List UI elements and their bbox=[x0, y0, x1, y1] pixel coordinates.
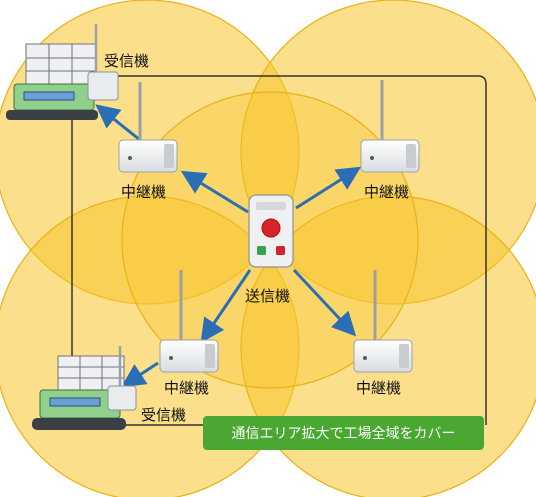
emergency-stop-button-icon bbox=[261, 218, 281, 238]
signal-arrows bbox=[95, 104, 362, 388]
relay-device-top-right bbox=[360, 80, 420, 173]
relay-device-bottom-left bbox=[159, 270, 219, 373]
relay-label-bottom-right: 中継機 bbox=[356, 379, 402, 397]
arrow-to-relay-top-right bbox=[295, 166, 362, 210]
relay-label-bottom-left: 中継機 bbox=[164, 379, 210, 397]
arrow-to-relay-bottom-left bbox=[200, 269, 252, 343]
relay-device-bottom-right bbox=[353, 270, 413, 373]
arrow-to-relay-bottom-right bbox=[292, 268, 357, 337]
arrow-to-receiver-bottom bbox=[120, 361, 159, 388]
receiver-cart-bottom bbox=[32, 346, 137, 430]
receiver-label-bottom: 受信機 bbox=[141, 406, 187, 424]
receiver-label-top: 受信機 bbox=[104, 52, 150, 70]
receiver-cart-top bbox=[6, 24, 119, 120]
transmitter-device bbox=[248, 194, 294, 268]
arrow-to-receiver-top bbox=[95, 104, 141, 142]
arrow-to-relay-top-left bbox=[180, 170, 249, 214]
relay-label-top-left: 中継機 bbox=[121, 183, 167, 201]
coverage-banner: 通信エリア拡大で工場全域をカバー bbox=[203, 416, 484, 450]
transmitter-label: 送信機 bbox=[245, 287, 291, 305]
relay-device-top-left bbox=[118, 82, 178, 173]
relay-label-top-right: 中継機 bbox=[364, 183, 410, 201]
